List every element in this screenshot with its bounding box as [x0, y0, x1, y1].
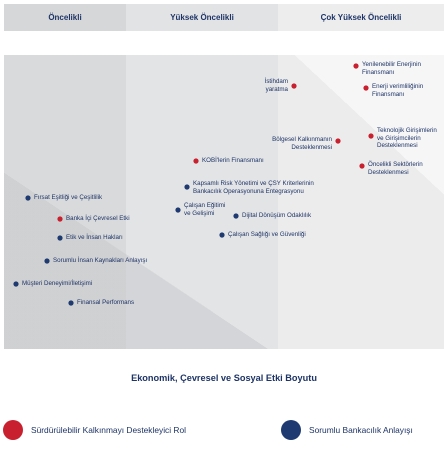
data-point-label-line: Desteklenmesi — [377, 142, 418, 150]
x-axis-title: Ekonomik, Çevresel ve Sosyal Etki Boyutu — [131, 373, 317, 383]
data-point-label: Banka İçi Çevresel Etki — [66, 215, 130, 223]
data-point-label-line: Teknolojik Girişimlerin — [377, 127, 437, 134]
data-point-label-line: Banka İçi Çevresel Etki — [66, 215, 130, 222]
legend-label-sorumlu: Sorumlu Bankacılık Anlayışı — [309, 425, 413, 435]
legend-item-surdurulebilir: Sürdürülebilir Kalkınmayı Destekleyici R… — [3, 420, 186, 440]
data-point — [363, 85, 369, 91]
data-point — [193, 158, 199, 164]
data-point — [175, 207, 181, 213]
data-point — [25, 195, 31, 201]
data-point-label-line: Fırsat Eşitliği ve Çeşitlilik — [34, 194, 103, 201]
legend-dot-red — [3, 420, 23, 440]
data-point-label: Kapsamlı Risk Yönetimi ve ÇSY Kriterleri… — [193, 180, 314, 195]
data-point-label: Dijital Dönüşüm Odaklılık — [242, 212, 311, 220]
data-point-label: Sorumlu İnsan Kaynakları Anlayışı — [53, 257, 147, 265]
data-point-label-line: Çalışan Sağlığı ve Güvenliği — [228, 231, 306, 238]
data-point-label-line: Bankacılık Operasyonuna Entegrasyonu — [193, 187, 304, 195]
data-point — [353, 63, 359, 69]
data-point — [68, 300, 74, 306]
header-cok-yuksek-oncelikli-label: Çok Yüksek Öncelikli — [320, 13, 402, 22]
data-point-label-line: Finansal Performans — [77, 299, 135, 306]
data-point — [291, 83, 297, 89]
data-point-label: KOBİ'lerin Finansmanı — [202, 157, 264, 165]
data-point-label-line: Sorumlu İnsan Kaynakları Anlayışı — [53, 257, 148, 264]
data-point-label-line: Müşteri Deneyimi/İletişimi — [22, 280, 93, 287]
data-point-label-line: Finansmanı — [372, 90, 405, 98]
data-point-label-line: ve Gelişimi — [184, 209, 215, 217]
data-point-label-line: İstihdam — [264, 78, 288, 85]
data-point-label: Müşteri Deneyimi/İletişimi — [22, 280, 92, 288]
data-point — [368, 133, 374, 139]
data-point — [335, 138, 341, 144]
data-point — [219, 232, 225, 238]
legend-dot-navy — [281, 420, 301, 440]
header-yuksek-oncelikli: Yüksek Öncelikli — [126, 4, 278, 31]
header-yuksek-oncelikli-label: Yüksek Öncelikli — [170, 13, 234, 22]
data-point-label-line: KOBİ'lerin Finansmanı — [202, 157, 264, 164]
data-point — [13, 281, 19, 287]
data-point-label-line: Etik ve İnsan Hakları — [66, 234, 123, 241]
data-point — [184, 184, 190, 190]
data-point — [57, 216, 63, 222]
data-point-label-line: yaratma — [265, 85, 288, 93]
data-point-label-line: Yenilenebilir Enerjinin — [362, 61, 421, 68]
data-point — [359, 163, 365, 169]
band-upper-right — [278, 55, 444, 210]
data-point-label: Fırsat Eşitliği ve Çeşitlilik — [34, 194, 102, 202]
data-point-label: Etik ve İnsan Hakları — [66, 234, 123, 242]
data-point-label-line: Kapsamlı Risk Yönetimi ve ÇSY Kriterleri… — [193, 180, 314, 187]
data-point-label-line: Bölgesel Kalkınmanın — [272, 136, 332, 143]
data-point-label: Finansal Performans — [77, 299, 134, 307]
data-point-label-line: Çalışan Eğitimi — [184, 202, 226, 209]
data-point-label-line: Öncelikli Sektörlerin — [368, 161, 423, 168]
data-point-label-line: ve Girişimcilerin — [377, 134, 421, 142]
data-point-label-line: Finansmanı — [362, 68, 395, 76]
data-point — [44, 258, 50, 264]
header-oncelikli-label: Öncelikli — [48, 13, 82, 22]
data-point-label-line: Dijital Dönüşüm Odaklılık — [242, 212, 312, 219]
data-point-label-line: Enerji verimliliğinin — [372, 83, 424, 90]
data-point-label-line: Desteklenmesi — [291, 143, 332, 151]
data-point — [233, 213, 239, 219]
data-point — [57, 235, 63, 241]
header-cok-yuksek-oncelikli: Çok Yüksek Öncelikli — [278, 4, 444, 31]
data-point-label: Çalışan Sağlığı ve Güvenliği — [228, 231, 306, 239]
legend-item-sorumlu: Sorumlu Bankacılık Anlayışı — [281, 420, 413, 440]
header-oncelikli: Öncelikli — [4, 4, 126, 31]
data-point-label-line: Desteklenmesi — [368, 168, 409, 176]
legend-label-surdurulebilir: Sürdürülebilir Kalkınmayı Destekleyici R… — [31, 425, 186, 435]
